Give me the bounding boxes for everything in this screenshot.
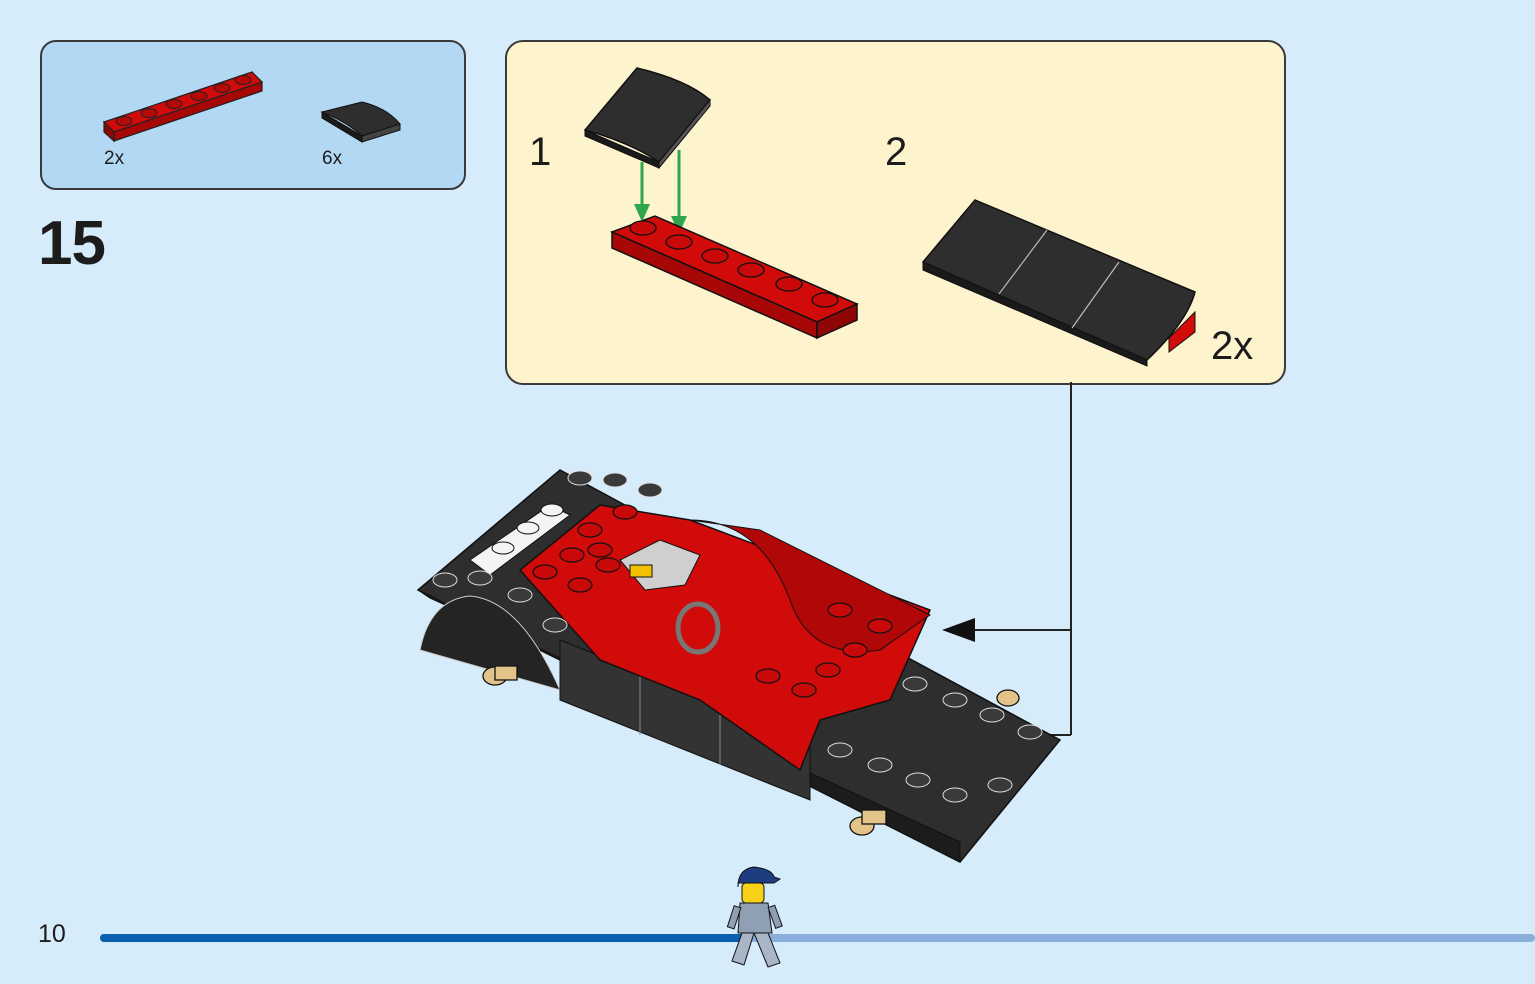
callout-arrow-icon [942, 618, 975, 642]
green-arrow-icon [634, 150, 687, 234]
red-plate-part-icon [102, 71, 264, 143]
parts-list-box: 2x 6x [40, 40, 466, 190]
substep-2-label: 2 [885, 130, 908, 174]
substep-1-label: 1 [529, 130, 552, 174]
minifigure-walker-icon [726, 866, 783, 968]
part-quantity-black-slope: 6x [322, 148, 343, 169]
subassembly-illustration [583, 67, 1196, 367]
subassembly-box: 1 2 2x [505, 40, 1286, 385]
callout-lines [840, 382, 1072, 736]
black-slope-brick-icon [583, 67, 712, 170]
progress-track [100, 934, 1535, 942]
red-plate-brick-icon [610, 215, 859, 340]
progress-fill [100, 934, 746, 942]
part-quantity-red-plate: 2x [104, 148, 125, 169]
curved-slope-assembly-icon [921, 199, 1196, 367]
substep-2-multiplier: 2x [1211, 324, 1254, 368]
car-chassis-model [416, 469, 1062, 863]
parts-list-illustration [102, 71, 401, 143]
callout-arrow-icon [810, 722, 845, 748]
step-number: 15 [38, 209, 106, 278]
black-slope-part-icon [320, 101, 401, 143]
page-number: 10 [38, 920, 66, 948]
